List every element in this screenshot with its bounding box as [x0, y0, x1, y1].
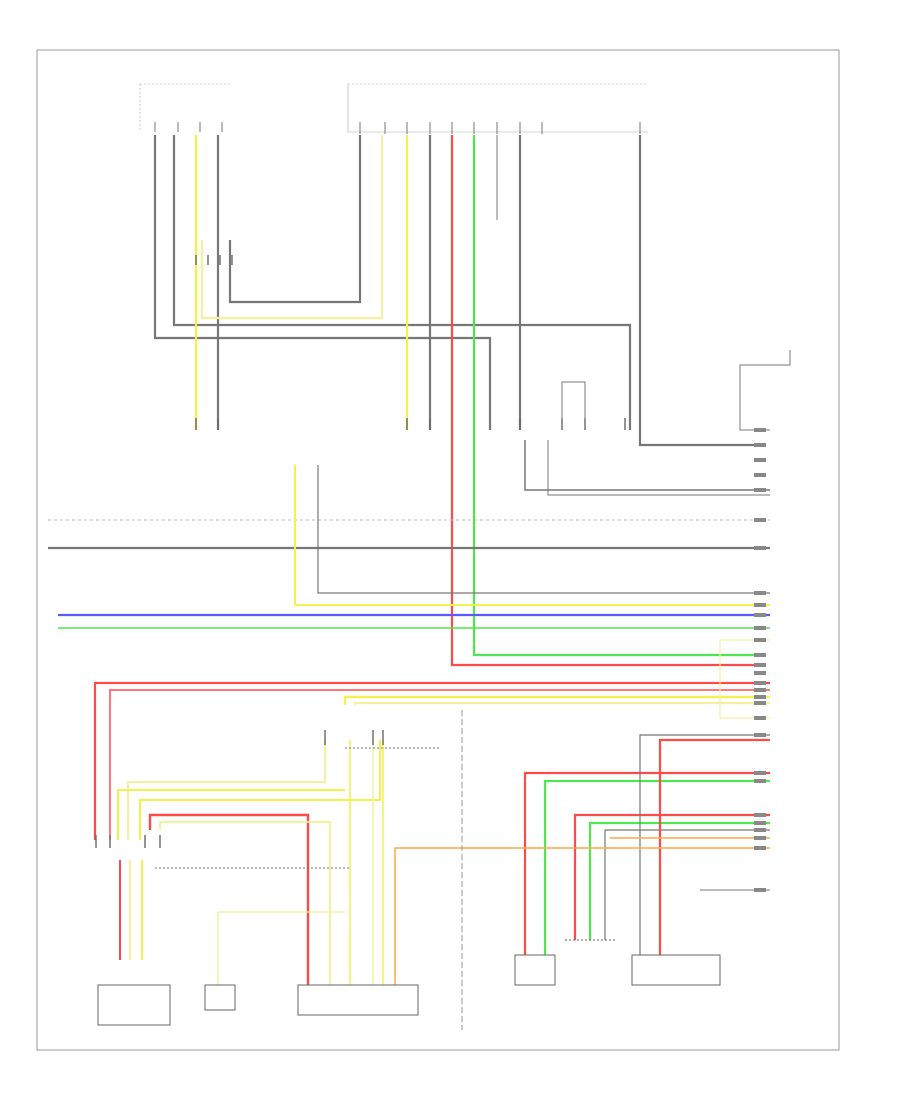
diagram-frame — [36, 49, 840, 1051]
component-sensor — [514, 954, 556, 986]
wires-top-left — [153, 135, 632, 430]
connector-pins — [95, 255, 626, 848]
lower-harness — [93, 639, 770, 840]
component-switch — [204, 984, 236, 1011]
component-right — [631, 954, 721, 986]
misc-brackets — [155, 381, 586, 869]
wires-top-center — [405, 135, 760, 667]
wires-lower-right — [394, 734, 770, 985]
module-top-right — [739, 350, 791, 431]
bottom-components — [97, 939, 721, 1026]
bus-wires — [48, 440, 770, 629]
component-center — [297, 984, 419, 1016]
connector-top-left — [139, 83, 230, 132]
connector-top-center — [347, 83, 648, 134]
wires-lower-left — [117, 740, 384, 985]
component-left — [97, 984, 171, 1026]
terminal-pins-right — [754, 428, 766, 892]
